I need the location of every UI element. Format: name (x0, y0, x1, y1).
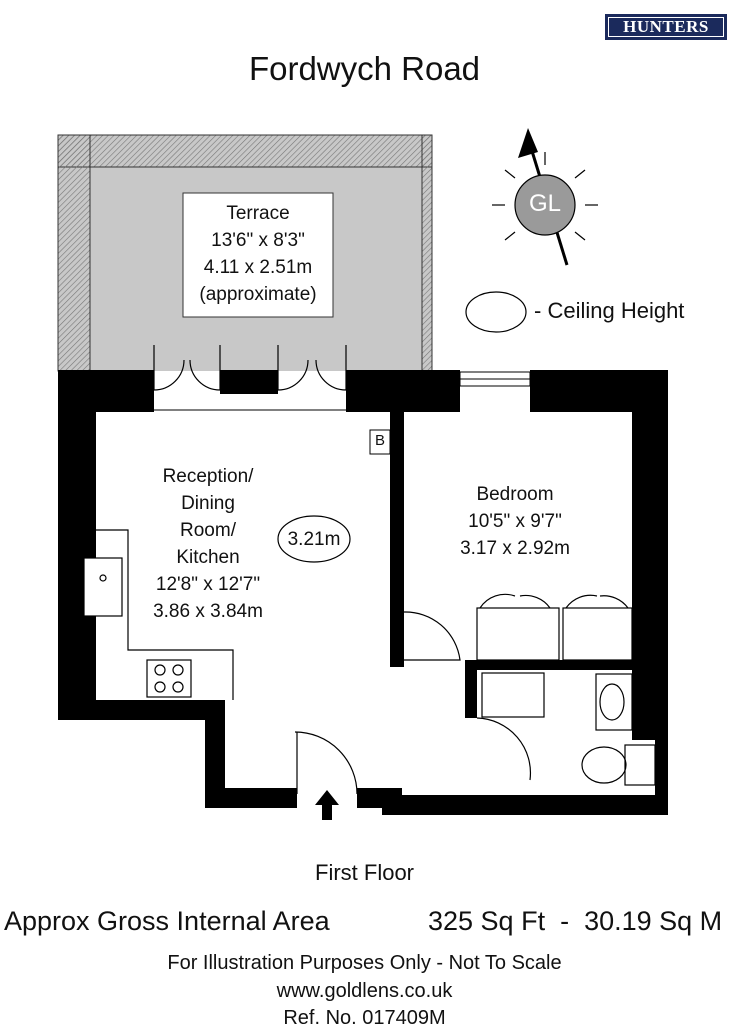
terrace-size-metric: 4.11 x 2.51m (203, 257, 313, 278)
terrace-doors[interactable] (140, 345, 360, 411)
bedroom-size-imperial: 10'5" x 9'7" (468, 511, 562, 532)
ceiling-height-marker (277, 515, 351, 563)
terrace (57, 134, 433, 372)
area-value: 325 Sq Ft - 30.19 Sq M (428, 906, 723, 936)
bedroom-size-metric: 3.17 x 2.92m (460, 538, 570, 559)
bedroom-name: Bedroom (476, 484, 554, 505)
hunters-logo: HUNTERS (605, 14, 727, 40)
reception-label: Reception/ Dining Room/ Kitchen 12'8" x … (128, 463, 288, 625)
reception-size-imperial: 12'8" x 12'7" (155, 574, 261, 595)
terrace-size-imperial: 13'6" x 8'3" (211, 230, 305, 251)
floor-label: First Floor (315, 860, 414, 885)
reception-name-line2: Dining (181, 493, 235, 514)
compass-label: GL (528, 190, 561, 217)
ceiling-height-value: 3.21m (287, 529, 341, 550)
reception-name-line1: Reception/ (162, 466, 254, 487)
terrace-name: Terrace (226, 203, 290, 224)
boiler-label: B (374, 432, 385, 449)
terrace-label: Terrace 13'6" x 8'3" 4.11 x 2.51m (appro… (183, 200, 333, 308)
reference-number: Ref. No. 017409M (283, 1007, 446, 1029)
reception-size-metric: 3.86 x 3.84m (153, 601, 263, 622)
boiler-box (369, 429, 391, 455)
bedroom-label: Bedroom 10'5" x 9'7" 3.17 x 2.92m (440, 481, 590, 562)
page-title: Fordwych Road (248, 50, 481, 87)
interior-doors[interactable] (294, 611, 532, 795)
reception-name-line4: Kitchen (176, 547, 240, 568)
kitchen-counter (83, 529, 234, 700)
disclaimer: For Illustration Purposes Only - Not To … (167, 952, 562, 974)
area-label: Approx Gross Internal Area (4, 906, 330, 936)
compass (492, 128, 598, 266)
ceiling-height-legend-symbol (465, 291, 527, 333)
reception-name-line3: Room/ (180, 520, 236, 541)
wardrobes (476, 593, 633, 661)
bathroom-fixtures (481, 672, 656, 786)
ceiling-height-legend: - Ceiling Height (534, 298, 685, 323)
bedroom-window (459, 371, 531, 387)
terrace-note: (approximate) (199, 284, 317, 305)
website[interactable]: www.goldlens.co.uk (276, 980, 453, 1002)
entrance-arrow (315, 790, 339, 820)
walls (58, 370, 668, 815)
